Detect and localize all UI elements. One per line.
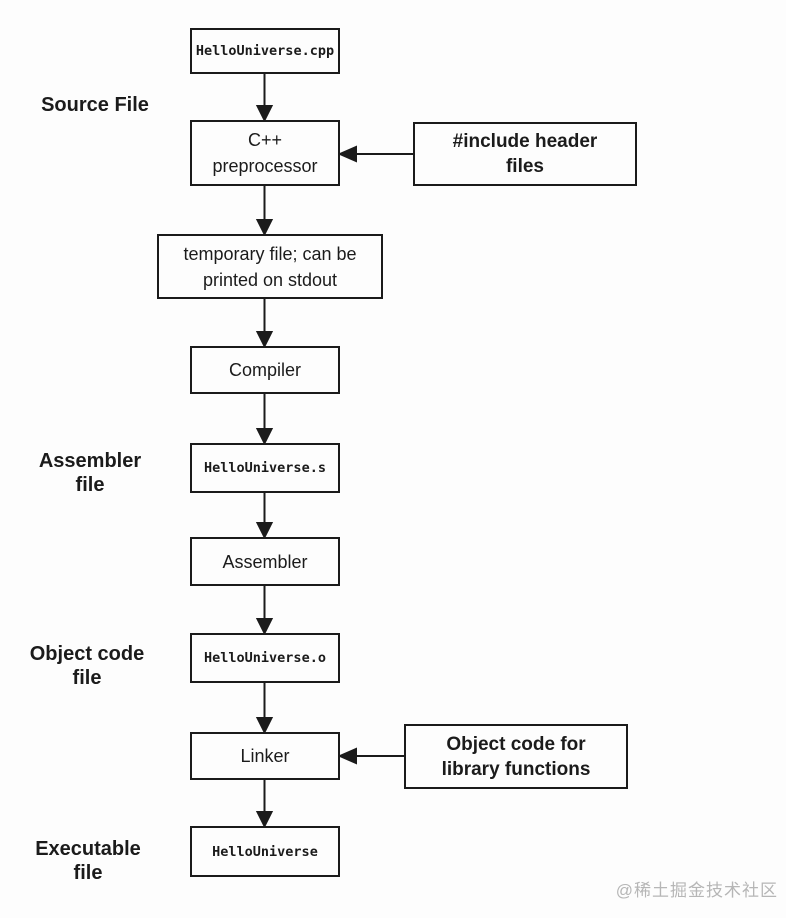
arrow-asmfile-to-assembler	[255, 493, 274, 540]
arrow-assembler-to-objfile	[255, 586, 274, 636]
arrow-headers-to-preprocessor	[337, 145, 413, 163]
node-compiler: Compiler	[190, 346, 340, 394]
arrow-tempfile-to-compiler	[255, 299, 274, 349]
node-linker: Linker	[190, 732, 340, 780]
arrow-objfile-to-linker	[255, 683, 274, 735]
node-executable: HelloUniverse	[190, 826, 340, 877]
node-object-lib: Object code for library functions	[404, 724, 628, 789]
node-assembler-file: HelloUniverse.s	[190, 443, 340, 493]
node-preprocessor: C++ preprocessor	[190, 120, 340, 186]
label-executable-file: Executable file	[35, 838, 141, 884]
label-object-code-file: Object code file	[29, 643, 145, 689]
arrow-compiler-to-asmfile	[255, 394, 274, 446]
node-source-file: HelloUniverse.cpp	[190, 28, 340, 74]
arrow-objlib-to-linker	[337, 747, 404, 765]
arrow-source-to-preprocessor	[255, 74, 274, 123]
watermark: @稀土掘金技术社区	[615, 881, 778, 900]
arrow-linker-to-executable	[255, 780, 274, 829]
node-object-file: HelloUniverse.o	[190, 633, 340, 683]
node-temp-file: temporary file; can be printed on stdout	[157, 234, 383, 299]
label-source-file: Source File	[20, 93, 170, 117]
arrow-preprocessor-to-tempfile	[255, 186, 274, 237]
node-include-headers: #include header files	[413, 122, 637, 186]
label-source-file-text: Source File	[41, 94, 149, 116]
node-assembler: Assembler	[190, 537, 340, 586]
label-assembler-file: Assembler file	[38, 450, 142, 496]
